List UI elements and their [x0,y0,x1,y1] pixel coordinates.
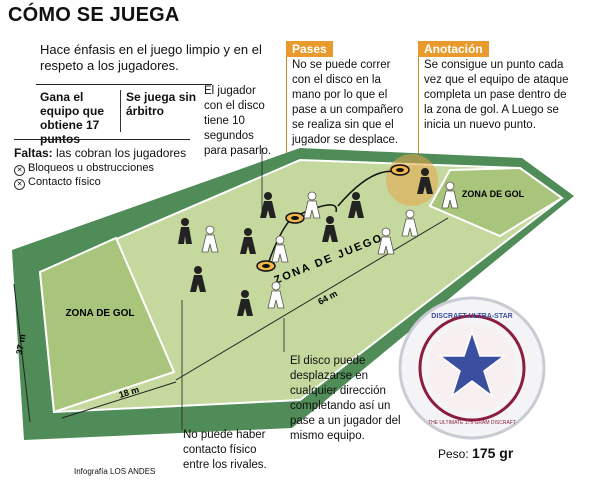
players-light-team [201,181,459,309]
star-icon [437,329,507,399]
zona-gol-right-label: ZONA DE GOL [462,189,525,199]
player-light [401,209,419,237]
zona-gol-left-label: ZONA DE GOL [65,308,134,319]
player-light [201,225,219,253]
player-dark [237,290,253,316]
falta-item: ✕Bloqueos u obstrucciones [14,162,154,176]
player-dark [178,218,192,244]
player-dark [190,266,206,292]
anotacion-text: Se consigue un punto cada vez que el equ… [424,59,569,131]
page-title: CÓMO SE JUEGA [8,4,180,26]
subtitle: Hace énfasis en el juego limpio y en el … [40,42,262,73]
credit: Infografía LOS ANDES [74,467,156,476]
pases-heading: Pases [286,41,333,57]
length-dimension-line [175,217,449,381]
stat-no-referee: Se juega sin árbitro [126,90,197,118]
player-light [271,235,289,263]
width-dimension-line [13,283,31,423]
player-dark [260,192,276,218]
bullet-icon: ✕ [14,165,25,176]
note-contact: No puede haber contacto físico entre los… [183,429,267,471]
divider [36,84,212,85]
width-label: 37 m [14,333,27,355]
note-ten-seconds: El jugador con el disco tiene 10 segundo… [204,85,272,157]
player-dark [348,192,364,218]
divider [14,139,190,140]
bullet-icon: ✕ [14,179,25,190]
anotacion-leader-line [418,57,419,157]
player-dark [322,216,338,242]
player-light [303,191,321,219]
falta-item: ✕Contacto físico [14,176,101,190]
pases-text: No se puede correr con el disco en la ma… [292,59,404,146]
disc-brand-bottom: THE ULTIMATE 175 GRAM DISCRAFT [428,420,516,426]
player-dark [417,168,433,194]
stat-points: Gana el equipo que obtiene 17 puntos [40,90,104,146]
player-light [441,181,459,209]
pass-arc [295,204,337,217]
faltas-heading: Faltas: las cobran los jugadores [14,146,187,160]
pases-leader-line [286,57,287,207]
player-light [377,227,395,255]
zona-gol-left [38,236,176,414]
anotacion-heading: Anotación [418,41,489,57]
divider [120,90,121,132]
disc-brand-top: DISCRAFT ULTRA-STAR [431,313,512,320]
weight-label: Peso: 175 gr [438,445,514,461]
note-direction: El disco puede desplazarse en cualquier … [290,355,401,442]
disc-marker [390,164,410,176]
zone-dimension-line [61,381,177,419]
score-highlight [386,154,438,206]
players-dark-team [178,168,433,316]
player-light [267,281,285,309]
zona-gol-right [428,166,564,238]
disc-marker [256,260,276,272]
disc-marker [285,212,305,224]
frisbee-disc: DISCRAFT ULTRA-STAR THE ULTIMATE 175 GRA… [398,296,546,440]
player-dark [240,228,256,254]
